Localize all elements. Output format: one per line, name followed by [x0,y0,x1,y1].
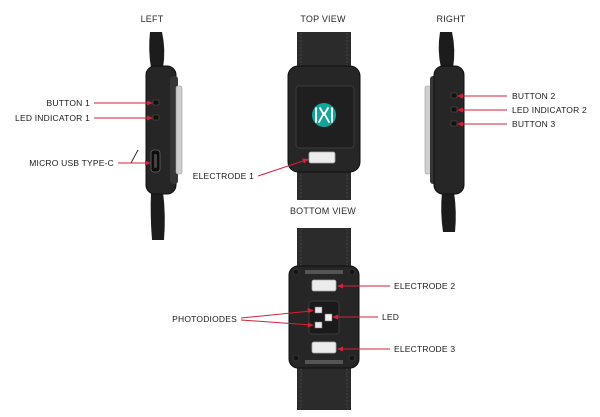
view-title-top: TOP VIEW [300,14,346,24]
label-electrode-1: ELECTRODE 1 [193,171,254,181]
label-electrode-2: ELECTRODE 2 [394,281,455,291]
label-electrode-3: ELECTRODE 3 [394,344,455,354]
led-emitter [324,313,333,322]
button-3 [450,120,458,127]
button-2 [450,92,458,99]
electrode-2-pad [311,279,337,292]
left-side-view [145,32,183,240]
view-title-bottom: BOTTOM VIEW [290,206,356,216]
led-indicator-2 [450,106,458,113]
top-view [287,32,361,200]
label-led-indicator-2: LED INDICATOR 2 [512,105,587,115]
label-photodiodes: PHOTODIODES [172,314,237,324]
view-title-right: RIGHT [437,14,466,24]
led-indicator-1 [152,114,160,121]
label-button-1: BUTTON 1 [47,98,91,108]
bottom-view [288,228,360,410]
right-side-view [424,32,465,232]
label-micro-usb: MICRO USB TYPE-C [29,158,114,168]
label-button-3: BUTTON 3 [512,119,556,129]
electrode-3-pad [311,341,337,354]
view-title-left: LEFT [141,14,164,24]
callout-lines [94,93,507,352]
photodiode-bottom [314,321,323,329]
label-led-indicator-1: LED INDICATOR 1 [15,113,90,123]
button-1 [152,99,160,106]
label-button-2: BUTTON 2 [512,91,556,101]
photodiode-top [314,306,323,314]
electrode-1-pad [308,151,336,164]
label-led: LED [382,312,399,322]
